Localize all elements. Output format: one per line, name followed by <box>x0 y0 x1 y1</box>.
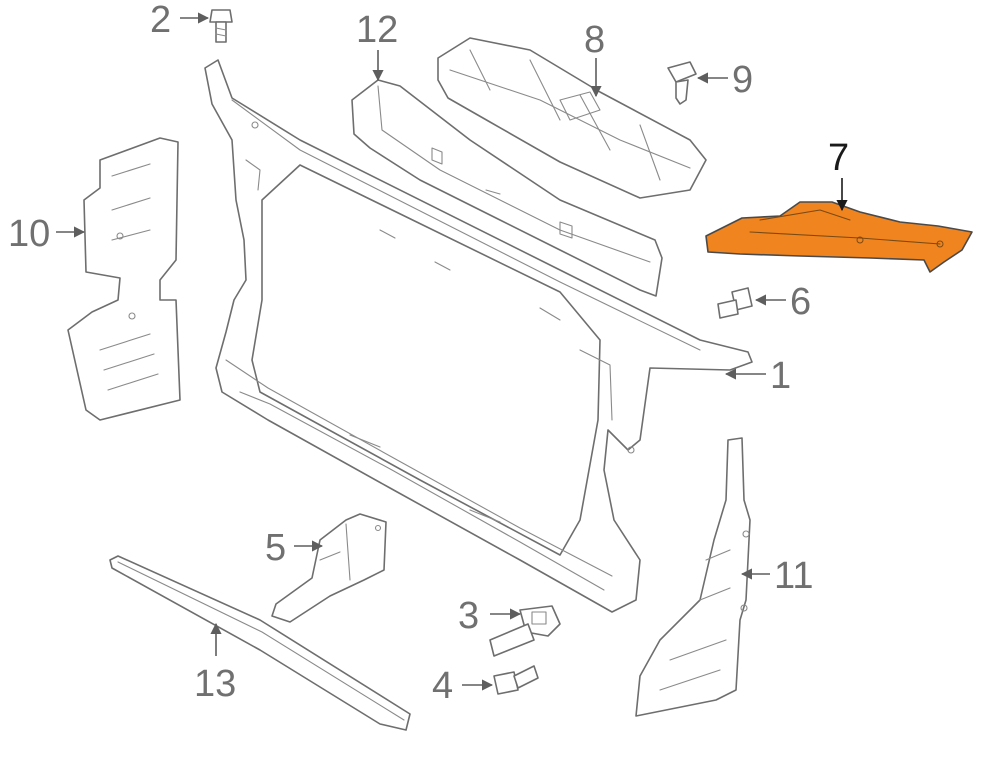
callout-2: 2 <box>150 0 171 41</box>
part-7-bracket <box>705 201 973 273</box>
callout-11: 11 <box>774 555 813 597</box>
part-11-right-deflector <box>635 437 751 717</box>
callout-4: 4 <box>432 665 453 707</box>
callout-13: 13 <box>194 663 236 705</box>
callout-6: 6 <box>790 281 811 323</box>
part-1-radiator-support <box>204 59 753 613</box>
callout-10: 10 <box>8 213 50 255</box>
part-2-bolt <box>209 9 233 43</box>
part-13-lower-strip <box>109 555 411 731</box>
callout-3: 3 <box>458 595 479 637</box>
leader-lines <box>56 12 848 691</box>
callout-1: 1 <box>770 355 791 397</box>
part-8-air-guide-panel <box>437 37 707 199</box>
part-12-upper-cover <box>351 79 663 297</box>
part-5-lower-bracket <box>271 513 387 623</box>
callout-5: 5 <box>265 527 286 569</box>
callout-labels: 1 2 3 4 5 6 7 8 9 10 11 12 13 <box>8 0 849 707</box>
callout-8: 8 <box>584 19 605 61</box>
part-9-clip <box>667 61 697 105</box>
part-4-bolt <box>493 665 539 695</box>
part-3-latch <box>489 605 561 657</box>
part-10-left-deflector <box>67 137 181 421</box>
callout-7: 7 <box>828 137 849 179</box>
callout-9: 9 <box>732 59 753 101</box>
callout-12: 12 <box>356 9 398 51</box>
part-6-bolt <box>717 287 753 319</box>
